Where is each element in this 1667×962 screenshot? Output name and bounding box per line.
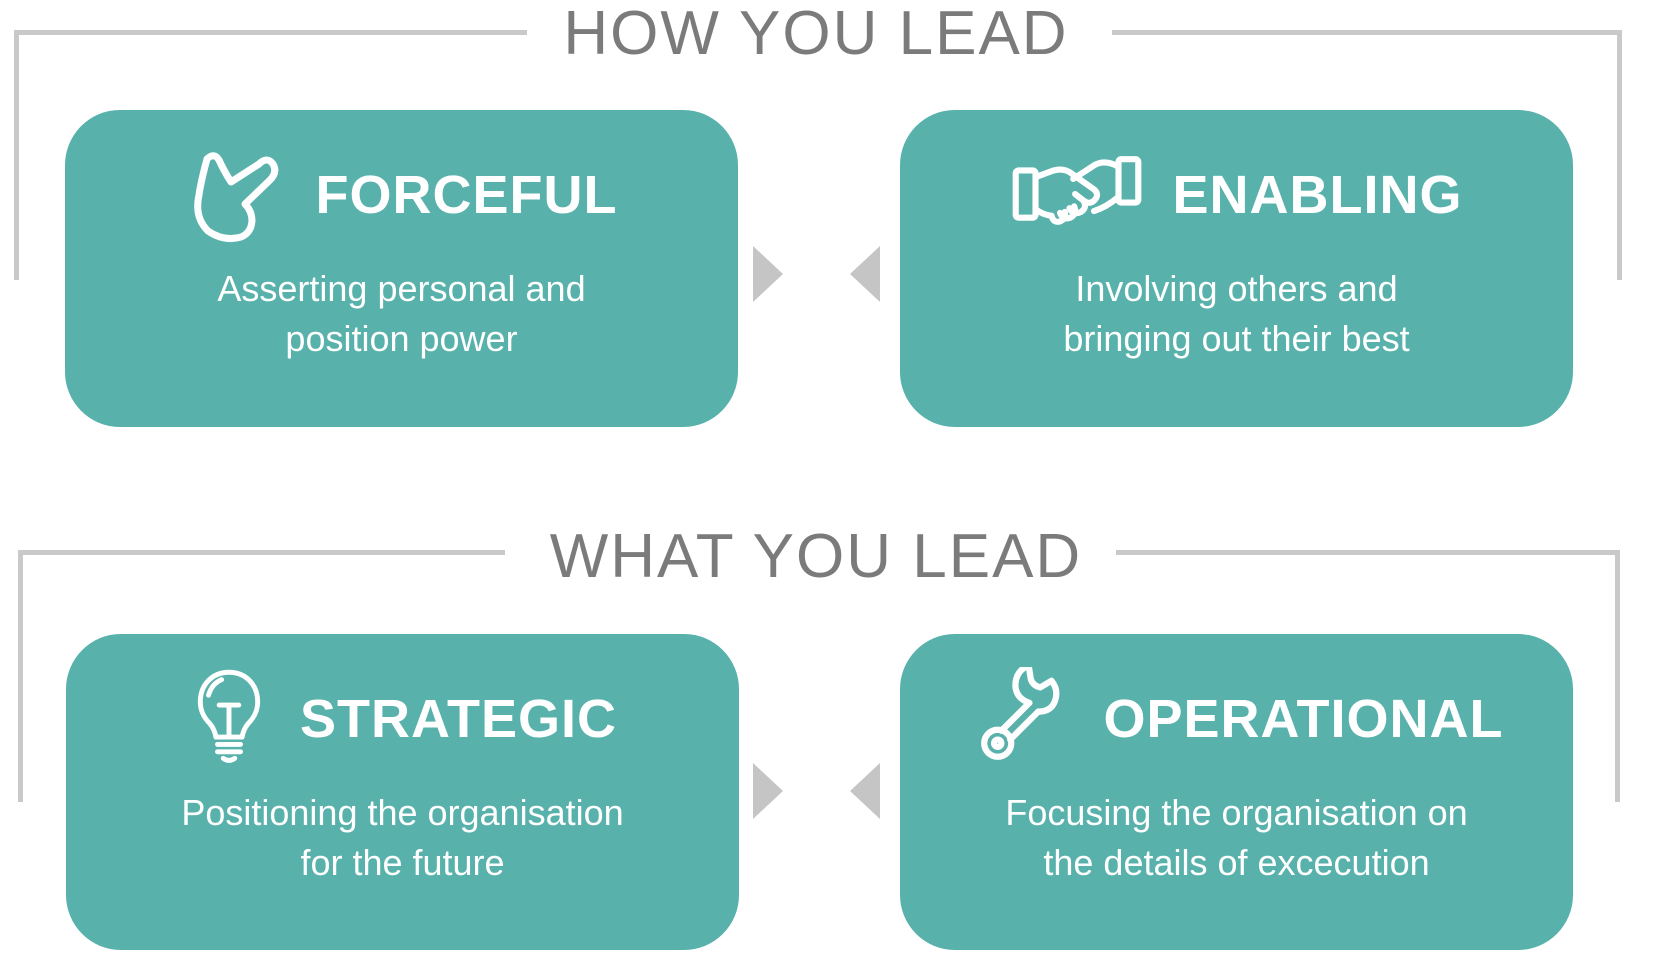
bracket-line-top-right-horizontal [1112, 30, 1622, 35]
card-enabling: ENABLING Involving others and bringing o… [900, 110, 1573, 427]
arrow-left-icon [850, 763, 880, 819]
lightbulb-icon [188, 665, 270, 773]
card-operational-title: OPERATIONAL [1103, 689, 1504, 749]
bracket-line-bottom-right-horizontal [1116, 550, 1620, 555]
card-enabling-head: ENABLING [1011, 140, 1463, 250]
bracket-line-top-right-vertical [1617, 30, 1622, 280]
card-operational-description: Focusing the organisation on the details… [1005, 792, 1468, 883]
card-forceful: FORCEFUL Asserting personal and position… [65, 110, 738, 427]
card-strategic-title: STRATEGIC [300, 689, 617, 749]
card-strategic-head: STRATEGIC [188, 664, 617, 774]
bracket-line-top-left-vertical [14, 30, 19, 280]
card-enabling-title: ENABLING [1172, 165, 1463, 225]
wrench-icon [970, 667, 1074, 771]
handshake-icon [1011, 147, 1143, 243]
section-header-what-you-lead: WHAT YOU LEAD [549, 522, 1083, 591]
card-forceful-description: Asserting personal and position power [217, 268, 586, 359]
bracket-line-bottom-left-horizontal [18, 550, 505, 555]
bracket-line-bottom-right-vertical [1615, 550, 1620, 802]
card-forceful-head: FORCEFUL [186, 140, 618, 250]
arrow-right-icon [753, 246, 783, 302]
card-operational-head: OPERATIONAL [970, 664, 1504, 774]
bracket-line-bottom-left-vertical [18, 550, 23, 802]
pointing-hand-icon [186, 139, 286, 251]
arrow-right-icon [753, 763, 783, 819]
card-operational: OPERATIONAL Focusing the organisation on… [900, 634, 1573, 950]
arrow-left-icon [850, 246, 880, 302]
card-strategic-description: Positioning the organisation for the fut… [181, 792, 624, 883]
card-strategic: STRATEGIC Positioning the organisation f… [66, 634, 739, 950]
bracket-line-top-left-horizontal [14, 30, 527, 35]
section-header-how-you-lead: HOW YOU LEAD [563, 0, 1069, 68]
card-enabling-description: Involving others and bringing out their … [1063, 268, 1410, 359]
card-forceful-title: FORCEFUL [315, 165, 618, 225]
